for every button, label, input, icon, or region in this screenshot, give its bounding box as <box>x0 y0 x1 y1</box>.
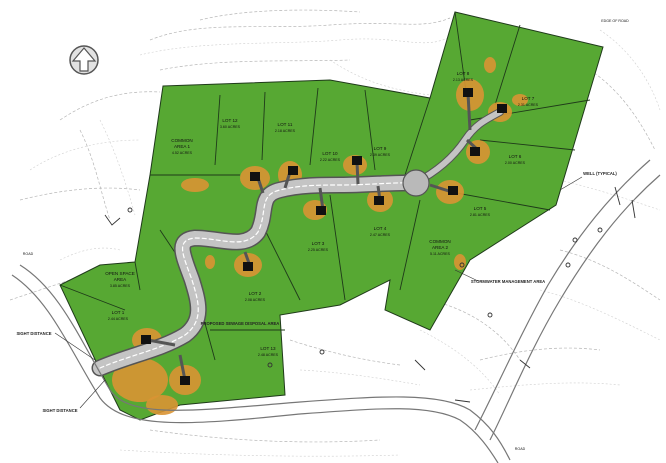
up-arrow-icon <box>69 45 99 75</box>
svg-text:2.44 ACRES: 2.44 ACRES <box>108 317 129 321</box>
lot-labels: LOT 12 3.60 ACRES LOT 11 2.18 ACRES LOT … <box>108 71 539 357</box>
svg-text:4.52 ACRES: 4.52 ACRES <box>172 151 193 155</box>
existing-roads <box>11 159 661 463</box>
svg-text:3.60 ACRES: 3.60 ACRES <box>220 125 241 129</box>
proposed-sewage-label: PROPOSED SEWAGE DISPOSAL AREA <box>201 321 280 326</box>
svg-text:2.00 ACRES: 2.00 ACRES <box>505 161 526 165</box>
house-lot <box>374 196 384 205</box>
lot-label-4: LOT 4 <box>374 226 387 231</box>
lot-label-11: LOT 11 <box>278 122 293 127</box>
sight-distance-west-label: SIGHT DISTANCE <box>16 331 51 336</box>
common-area-1-label: COMMON <box>171 138 192 143</box>
house-lot <box>243 262 253 271</box>
svg-text:2.39 ACRES: 2.39 ACRES <box>370 153 391 157</box>
svg-text:2.08 ACRES: 2.08 ACRES <box>245 298 266 302</box>
lot-label-3: LOT 3 <box>312 241 325 246</box>
house-lot <box>180 376 190 385</box>
access-road <box>91 108 504 377</box>
house-lot <box>316 206 326 215</box>
lot-label-5: LOT 5 <box>474 206 487 211</box>
lot-label-6: LOT 6 <box>509 154 522 159</box>
svg-text:2.22 ACRES: 2.22 ACRES <box>320 158 341 162</box>
open-space-label: OPEN SPACE <box>105 271 135 276</box>
svg-text:2.47 ACRES: 2.47 ACRES <box>370 233 391 237</box>
lot-label-10: LOT 10 <box>322 151 338 156</box>
house-lot <box>288 166 298 175</box>
lot-label-13: LOT 13 <box>260 346 276 351</box>
house-lot <box>250 172 260 181</box>
svg-text:5.11 ACRES: 5.11 ACRES <box>430 252 451 256</box>
stormwater-label: STORMWATER MANAGEMENT AREA <box>471 279 545 284</box>
svg-text:2.25 ACRES: 2.25 ACRES <box>308 248 329 252</box>
house-lot <box>463 88 473 97</box>
svg-text:AREA: AREA <box>114 277 127 282</box>
road-south-label: ROAD <box>515 447 526 451</box>
svg-text:2.31 ACRES: 2.31 ACRES <box>518 103 539 107</box>
house-lot <box>470 147 480 156</box>
lot-label-7: LOT 7 <box>522 96 535 101</box>
sight-distance-south-label: SIGHT DISTANCE <box>42 408 77 413</box>
svg-text:2.13 ACRES: 2.13 ACRES <box>453 78 474 82</box>
svg-text:2.48 ACRES: 2.48 ACRES <box>258 353 279 357</box>
plan-annotations: SIGHT DISTANCE SIGHT DISTANCE STORMWATER… <box>16 19 629 451</box>
common-area-labels: COMMON AREA 1 4.52 ACRES COMMON AREA 2 5… <box>105 138 450 288</box>
lot-label-12: LOT 12 <box>222 118 238 123</box>
lot-label-8: LOT 8 <box>457 71 470 76</box>
lot-label-9: LOT 9 <box>374 146 387 151</box>
svg-text:AREA 2: AREA 2 <box>432 245 449 250</box>
house-lot <box>141 335 151 344</box>
road-north-label: EDGE OF ROAD <box>601 19 629 23</box>
house-lot <box>352 156 362 165</box>
house-lot <box>448 186 458 195</box>
houses <box>141 88 507 385</box>
svg-text:2.81 ACRES: 2.81 ACRES <box>470 213 491 217</box>
svg-text:AREA 1: AREA 1 <box>174 144 191 149</box>
cul-de-sac <box>402 169 430 197</box>
svg-text:3.85 ACRES: 3.85 ACRES <box>110 284 131 288</box>
site-symbols <box>104 186 636 403</box>
road-west-label: ROAD <box>23 252 34 256</box>
house-lot <box>497 104 507 113</box>
lot-label-1: LOT 1 <box>112 310 125 315</box>
common-area-2-label: COMMON <box>429 239 450 244</box>
svg-text:2.18 ACRES: 2.18 ACRES <box>275 129 296 133</box>
well-typical-label: WELL (TYPICAL) <box>583 171 617 176</box>
lot-label-2: LOT 2 <box>249 291 262 296</box>
